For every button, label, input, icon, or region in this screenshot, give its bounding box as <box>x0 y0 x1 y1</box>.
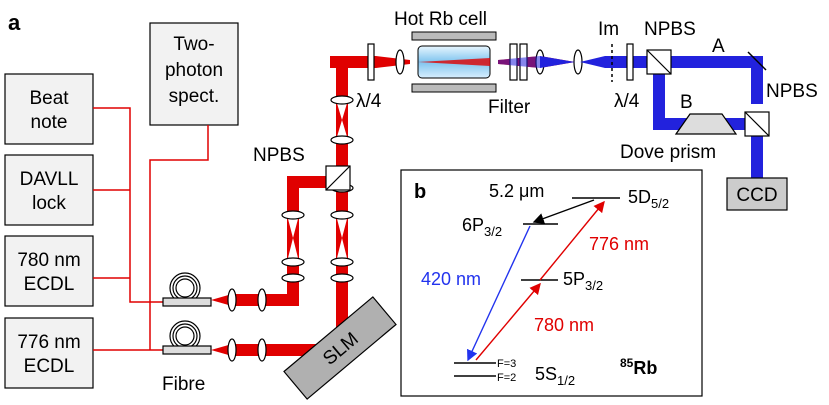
mirror-top-right <box>747 51 767 71</box>
fibre-coil-780 <box>162 272 212 307</box>
npbs-top <box>646 49 672 75</box>
two-photon-spect-box: Two- photon spect. <box>149 22 239 126</box>
ecdl-776-box: 776 nm ECDL <box>4 317 94 389</box>
transition-776 <box>539 200 605 281</box>
npbs-left <box>325 165 351 191</box>
svg-text:ECDL: ECDL <box>24 274 75 295</box>
svg-text:spect.: spect. <box>169 86 220 107</box>
svg-text:CCD: CCD <box>736 185 777 206</box>
label-85rb: 85Rb <box>620 356 657 378</box>
svg-text:lock: lock <box>32 193 66 214</box>
hot-rb-cell <box>411 31 497 93</box>
lambda4-right-label: λ/4 <box>614 91 640 112</box>
panel-b-label: b <box>414 181 426 203</box>
npbs-right <box>744 111 770 137</box>
filter-label: Filter <box>488 97 531 118</box>
npbs-left-label: NPBS <box>253 145 305 166</box>
hot-rb-cell-label: Hot Rb cell <box>394 9 487 30</box>
path-b-label: B <box>680 92 693 113</box>
npbs-right-label: NPBS <box>766 81 818 102</box>
path-a-label: A <box>712 36 725 57</box>
label-52um: 5.2 μm <box>489 181 544 201</box>
dove-prism <box>674 113 738 135</box>
im-label: Im <box>598 19 619 40</box>
label-5s12: 5S1/2 <box>535 364 575 388</box>
lenses <box>227 49 583 362</box>
npbs-top-label: NPBS <box>644 19 696 40</box>
panel-a-label: a <box>8 10 21 35</box>
svg-text:776 nm: 776 nm <box>17 332 80 353</box>
waveplate-right <box>626 43 634 81</box>
label-6p32: 6P3/2 <box>462 215 502 239</box>
svg-text:780 nm: 780 nm <box>17 250 80 271</box>
label-5d52: 5D5/2 <box>628 187 669 211</box>
signal-lines <box>93 107 209 351</box>
ecdl-780-box: 780 nm ECDL <box>4 235 94 307</box>
beat-note-box: Beat note <box>4 73 94 145</box>
energy-level-panel: b 5D5/2 6P3/2 5P3/2 F=3 F=2 5S1/2 85Rb 5… <box>400 169 703 397</box>
svg-text:Two-: Two- <box>173 34 214 55</box>
transition-780 <box>475 282 541 361</box>
ccd-camera: CCD <box>726 177 788 211</box>
label-780nm: 780 nm <box>534 315 594 335</box>
label-f2: F=2 <box>497 372 516 384</box>
svg-text:photon: photon <box>165 60 223 81</box>
fibre-coil-776 <box>162 320 212 355</box>
transition-52um <box>532 199 595 224</box>
red-beam-foci <box>287 100 348 262</box>
dove-prism-label: Dove prism <box>620 142 716 163</box>
svg-text:ECDL: ECDL <box>24 356 75 377</box>
svg-text:note: note <box>31 112 68 133</box>
waveplate-left <box>367 43 375 81</box>
svg-text:Beat: Beat <box>29 88 69 109</box>
transition-420 <box>467 225 531 362</box>
label-776nm: 776 nm <box>589 234 649 254</box>
label-5p32: 5P3/2 <box>563 269 603 293</box>
svg-text:DAVLL: DAVLL <box>20 169 79 190</box>
lambda4-left-label: λ/4 <box>356 91 382 112</box>
label-420nm: 420 nm <box>421 269 481 289</box>
davll-lock-box: DAVLL lock <box>4 154 94 226</box>
fibre-label: Fibre <box>162 374 205 395</box>
label-f3: F=3 <box>497 358 516 370</box>
